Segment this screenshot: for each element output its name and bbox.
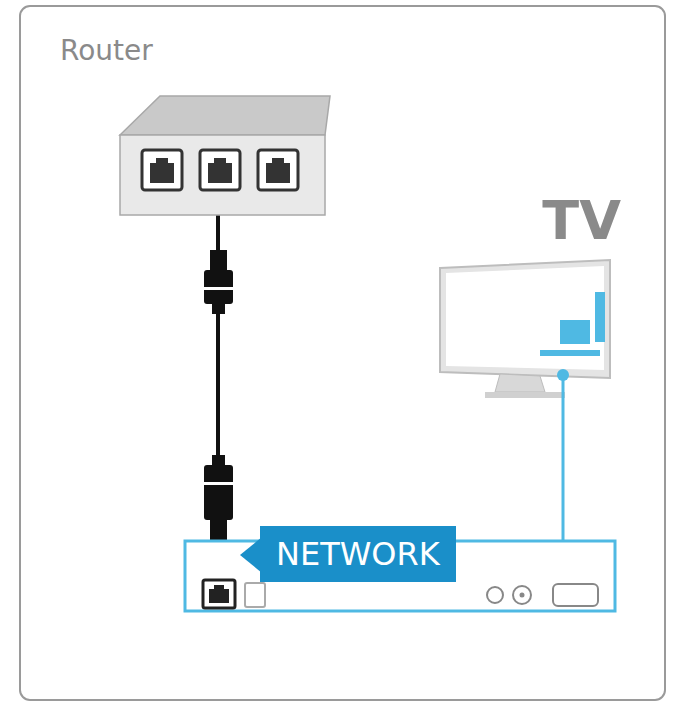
- tv-icon: [440, 260, 610, 541]
- device-label: Router: [60, 34, 153, 67]
- port-callout: NETWORK: [260, 526, 456, 582]
- router-node: Router: [120, 96, 325, 215]
- cable-plug: [204, 250, 233, 542]
- router-device: [120, 96, 330, 215]
- frame: [20, 6, 665, 700]
- device-label: TV: [542, 189, 621, 252]
